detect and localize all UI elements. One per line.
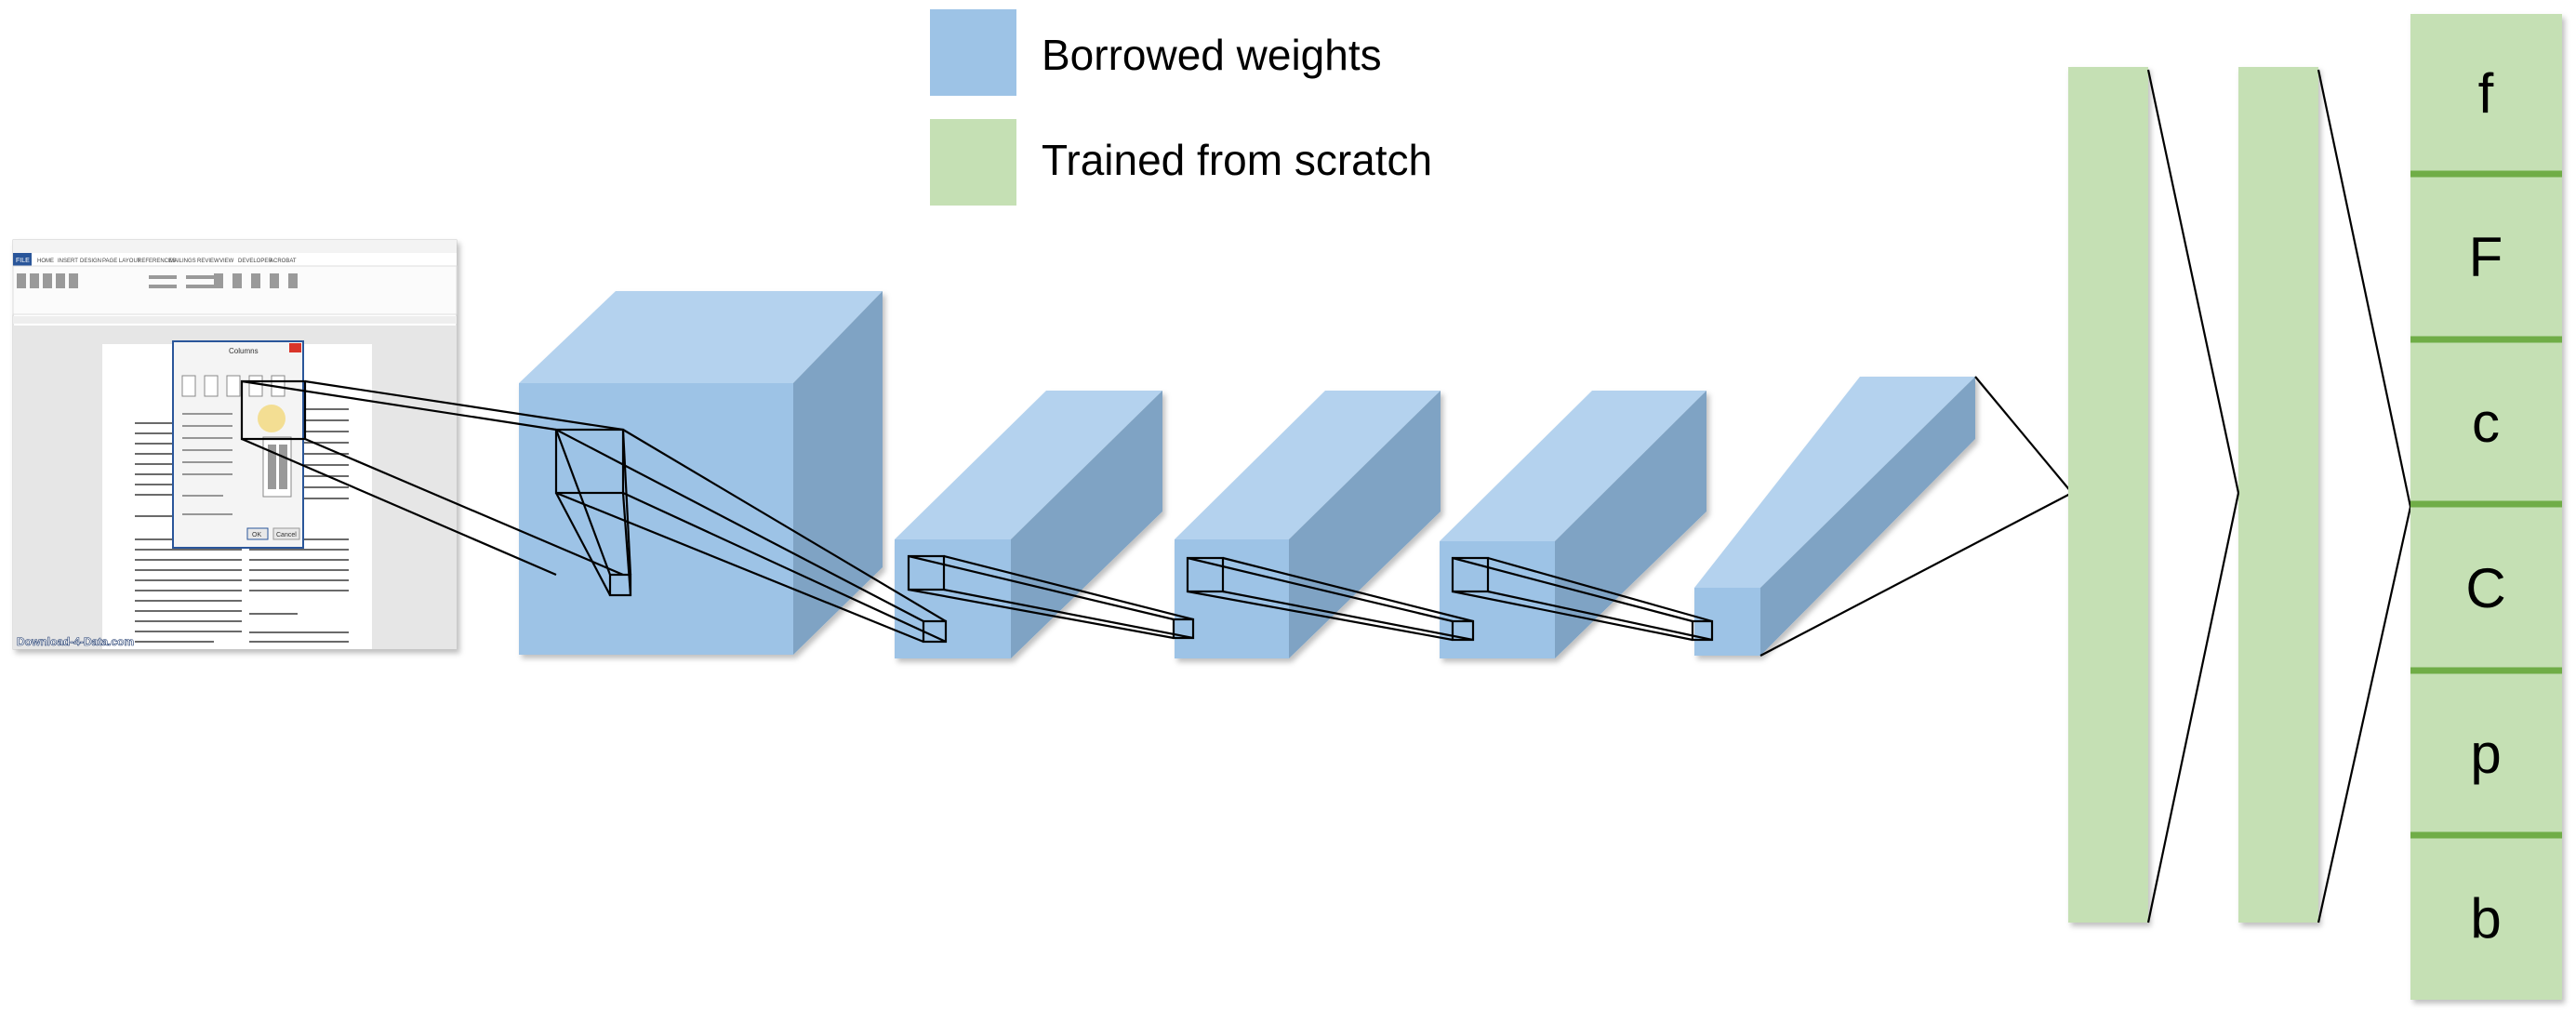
conv-block-2: [895, 391, 1162, 658]
word-file-tab-label: FILE: [16, 258, 30, 264]
watermark-text: Download-4-Data.com: [17, 635, 134, 648]
conv-block-5: [1694, 377, 1975, 656]
kernel-cuboid-3: [1186, 556, 1475, 642]
cursor-highlight: [258, 405, 285, 432]
output-dividers: [2410, 170, 2562, 839]
output-class-label: c: [2472, 392, 2500, 454]
word-tab-review: REVIEW: [197, 259, 219, 264]
word-tab-design: DESIGN: [80, 259, 101, 264]
output-class-label: p: [2470, 723, 2501, 785]
legend-label-scratch: Trained from scratch: [1042, 136, 1432, 184]
columns-dialog-title: Columns: [229, 347, 259, 355]
conv-block-4-side: [1555, 391, 1706, 658]
kernel-cuboid-4: [1451, 556, 1714, 642]
fc-layer-2: [2238, 67, 2318, 923]
kernel-box-input: [240, 379, 307, 441]
legend: Borrowed weights Trained from scratch: [930, 9, 1432, 206]
legend-label-borrowed: Borrowed weights: [1042, 31, 1382, 79]
word-tab-mailings: MAILINGS: [169, 259, 196, 264]
conv-block-1-side: [793, 291, 883, 655]
columns-dialog: Columns: [172, 340, 304, 549]
word-tab-insert: INSERT: [58, 259, 78, 264]
fc-layer-1: [2068, 67, 2148, 923]
word-title-bar: [13, 240, 457, 253]
dialog-ok-label: OK: [252, 532, 261, 538]
word-ribbon-body: [12, 265, 458, 315]
word-tab-developer: DEVELOPER: [238, 259, 272, 264]
dialog-cancel-label: Cancel: [276, 532, 297, 538]
conv-block-4-top: [1440, 391, 1706, 541]
conv-block-2-side: [1011, 391, 1162, 658]
input-image: FILE HOME INSERT DESIGN PAGE LAYOUT REFE…: [12, 239, 458, 650]
output-class-label: F: [2469, 226, 2503, 288]
output-class-label: b: [2470, 887, 2501, 950]
kernel-cuboid-1: [554, 428, 948, 644]
conv-block-3: [1175, 391, 1441, 658]
conv-block-3-top: [1175, 391, 1441, 539]
word-file-tab: [13, 253, 32, 266]
word-tab-page-layout: PAGE LAYOUT: [102, 259, 141, 264]
legend-swatch-borrowed: [930, 9, 1016, 96]
proj-block5-fc1-bottom: [1759, 492, 2073, 657]
output-labels: f F c C p b: [2465, 62, 2505, 950]
kernel-cuboid-2: [907, 554, 1195, 640]
conv-block-5-top: [1694, 377, 1975, 588]
word-tab-home: HOME: [37, 259, 54, 264]
dialog-cancel-button: [272, 527, 300, 540]
fc-connections: [2146, 69, 2412, 923]
word-tab-references: REFERENCES: [138, 259, 176, 264]
output-class-label: f: [2478, 62, 2494, 125]
output-class-label: C: [2465, 557, 2505, 619]
legend-swatch-scratch: [930, 119, 1016, 206]
conv-block-5-side: [1760, 377, 1975, 656]
conv-block-2-top: [895, 391, 1162, 539]
word-ruler: [13, 316, 457, 324]
word-tab-view: VIEW: [219, 259, 234, 264]
conv-block-4: [1440, 391, 1706, 658]
conv-block-1-front: [519, 383, 793, 655]
word-tab-acrobat: ACROBAT: [270, 259, 297, 264]
dialog-close-button: [289, 343, 301, 352]
word-ribbon-tabs: [13, 253, 457, 266]
dialog-ok-button: [246, 527, 269, 540]
kernel-projections: [240, 376, 2073, 657]
conv-block-1-top: [519, 291, 883, 383]
conv-block-1: [519, 291, 883, 655]
proj-block5-fc1-top: [1974, 376, 2073, 494]
